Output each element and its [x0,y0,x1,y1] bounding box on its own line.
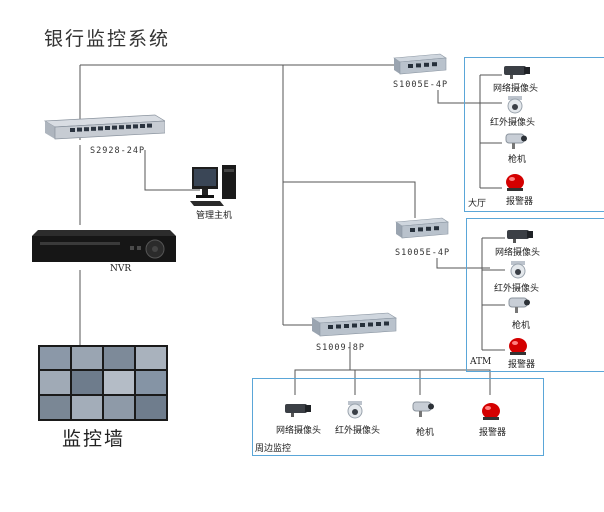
core-switch-label: S2928-24P [90,146,146,156]
atm-item-1: 网络摄像头 [495,248,541,258]
link-atm-switch [283,181,416,218]
atm-item-4: 报警器 [508,360,536,370]
core-switch [40,113,165,145]
nvr-label: NVR [110,264,132,274]
perimeter-switch-label: S1009-8P [316,343,365,353]
video-wall-label: 监控墙 [62,428,126,450]
lobby-item-3: 枪机 [508,155,527,165]
video-wall [38,345,168,421]
atm-switch [392,216,450,246]
perimeter-item-4: 报警器 [479,428,507,438]
infrared-dome-camera-icon [507,260,529,280]
alarm-icon [504,172,526,192]
zone-atm [466,218,604,372]
zone-perimeter [252,378,544,456]
network-camera-icon [502,64,532,80]
link-perimeter-bus [294,369,491,395]
zone-lobby [464,57,604,212]
atm-switch-label: S1005E-4P [395,248,451,258]
link-atm-hub [436,258,490,269]
host-computer-icon [190,163,240,207]
zone-atm-name: ATM [470,357,492,367]
infrared-dome-camera-icon [504,95,526,115]
alarm-icon [480,401,502,421]
lobby-item-2: 红外摄像头 [490,118,536,128]
host-label: 管理主机 [196,211,233,221]
lobby-item-1: 网络摄像头 [493,84,539,94]
network-camera-icon [505,228,535,244]
perimeter-switch [308,310,398,342]
atm-item-2: 红外摄像头 [494,284,540,294]
alarm-icon [507,336,529,356]
bullet-camera-icon [506,295,532,315]
atm-item-3: 枪机 [512,321,531,331]
perimeter-item-1: 网络摄像头 [276,426,322,436]
link-core-lobby [80,64,421,70]
lobby-switch-label: S1005E-4P [393,80,449,90]
lobby-switch [390,52,448,82]
infrared-dome-camera-icon [344,400,366,420]
zone-perimeter-name: 周边监控 [255,444,292,454]
network-camera-icon [283,402,313,418]
link-core-host [144,150,200,191]
bullet-camera-icon [410,399,436,419]
nvr-device [30,222,180,267]
link-lobby-hub [437,90,490,104]
lobby-item-4: 报警器 [506,197,534,207]
perimeter-item-3: 枪机 [416,428,435,438]
zone-lobby-name: 大厅 [468,199,487,209]
perimeter-item-2: 红外摄像头 [335,426,381,436]
page-title: 银行监控系统 [44,28,171,50]
bullet-camera-icon [503,131,529,151]
